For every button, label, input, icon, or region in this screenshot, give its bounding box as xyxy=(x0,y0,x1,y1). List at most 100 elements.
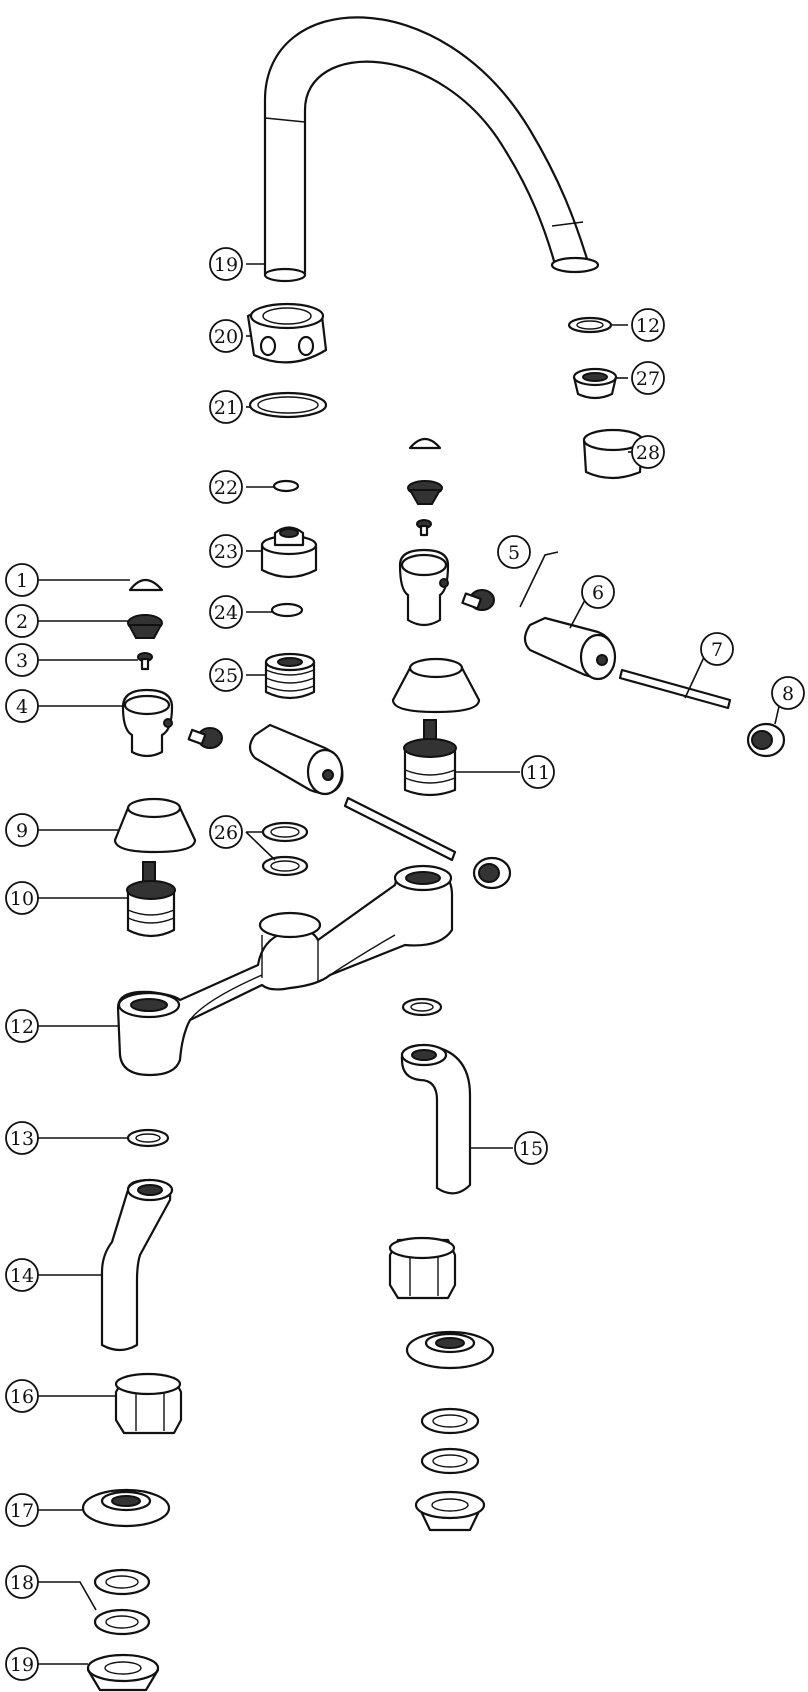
callout-16-label: 16 xyxy=(10,1386,34,1408)
part-right-shroud xyxy=(391,657,481,714)
part-oring-23 xyxy=(272,479,300,493)
callout-12-body: 12 xyxy=(5,1009,39,1043)
callout-18: 18 xyxy=(5,1565,39,1599)
callout-5-label: 5 xyxy=(508,542,520,564)
part-washer-18a xyxy=(93,1568,151,1596)
callout-11: 11 xyxy=(521,755,555,789)
callout-23-label: 22 xyxy=(214,477,238,499)
callout-10: 10 xyxy=(5,881,39,915)
callout-25-label: 24 xyxy=(214,602,238,624)
part-ring-27b xyxy=(261,855,309,877)
callout-29: 28 xyxy=(631,435,665,469)
callout-17: 17 xyxy=(5,1493,39,1527)
callout-17-label: 17 xyxy=(10,1500,34,1522)
part-right-handle-cap xyxy=(408,437,442,450)
part-washer-right-b xyxy=(420,1447,480,1475)
part-insert-24 xyxy=(260,526,318,579)
callout-28-label: 27 xyxy=(636,368,660,390)
callout-13-label: 13 xyxy=(10,1128,34,1150)
part-inlet-pipe-14 xyxy=(100,1178,174,1352)
callout-3: 3 xyxy=(5,643,39,677)
callout-14: 14 xyxy=(5,1258,39,1292)
callout-15: 15 xyxy=(514,1131,548,1165)
part-spout xyxy=(263,16,600,283)
part-flange-17 xyxy=(81,1488,171,1528)
part-washer-13 xyxy=(126,1128,170,1148)
callout-21: 20 xyxy=(209,319,243,353)
part-washer-12-top xyxy=(567,316,613,334)
part-washer-right-body xyxy=(401,997,443,1017)
callout-19: 19 xyxy=(5,1647,39,1681)
part-insert-2 xyxy=(127,614,163,639)
part-right-handle-hub xyxy=(398,548,450,627)
callout-24: 23 xyxy=(209,534,243,568)
callout-1: 1 xyxy=(5,563,39,597)
part-cartridge-11 xyxy=(403,719,457,797)
part-right-screw xyxy=(416,519,432,537)
callout-18-label: 18 xyxy=(10,1572,34,1594)
part-hex-nut-16 xyxy=(114,1372,183,1435)
callout-27-label: 26 xyxy=(214,822,238,844)
part-cap-left xyxy=(472,856,512,890)
callout-23: 22 xyxy=(209,470,243,504)
callout-25: 24 xyxy=(209,595,243,629)
callout-22: 21 xyxy=(209,390,243,424)
callout-22-label: 21 xyxy=(214,397,238,419)
leader-lines xyxy=(36,263,783,1665)
part-hub-4 xyxy=(121,688,174,758)
callout-8: 8 xyxy=(771,676,805,710)
callout-14-label: 14 xyxy=(10,1265,34,1287)
part-oring-25 xyxy=(270,602,304,618)
part-screw-left-set xyxy=(187,727,223,749)
part-washer-18b xyxy=(93,1608,151,1636)
part-ring-27a xyxy=(261,821,309,843)
part-bottom-nut-19 xyxy=(86,1653,160,1692)
part-hex-nut-right xyxy=(388,1236,457,1300)
callout-29-label: 28 xyxy=(636,442,660,464)
part-aerator-28 xyxy=(572,367,618,400)
callout-5: 5 xyxy=(497,535,531,569)
callout-7-label: 7 xyxy=(711,639,723,661)
part-washer-right-a xyxy=(420,1407,480,1435)
callout-4-label: 4 xyxy=(16,696,28,718)
callout-26-label: 25 xyxy=(214,665,238,687)
part-shroud-9 xyxy=(113,797,197,854)
part-aerator-housing-29 xyxy=(582,428,644,480)
callout-9: 9 xyxy=(5,813,39,847)
callout-26: 25 xyxy=(209,658,243,692)
callout-16: 16 xyxy=(5,1379,39,1413)
callout-21-label: 20 xyxy=(214,326,238,348)
part-spout-nut xyxy=(246,302,328,364)
callout-19-label: 19 xyxy=(10,1654,34,1676)
callout-12-top-label: 12 xyxy=(636,315,660,337)
callout-24-label: 23 xyxy=(214,541,238,563)
callout-6-label: 6 xyxy=(592,582,604,604)
callout-28: 27 xyxy=(631,361,665,395)
part-screw-3 xyxy=(137,652,153,671)
callout-1-label: 1 xyxy=(16,570,28,592)
part-inlet-pipe-15 xyxy=(400,1043,472,1195)
callout-20-label: 19 xyxy=(214,254,238,276)
part-cap-1 xyxy=(128,578,164,592)
part-cap-8 xyxy=(746,722,786,758)
callout-8-label: 8 xyxy=(782,683,794,705)
part-flange-right xyxy=(405,1330,495,1370)
callout-20: 19 xyxy=(209,247,243,281)
part-main-body-12 xyxy=(116,864,454,1077)
callout-2: 2 xyxy=(5,604,39,638)
part-screw-5 xyxy=(461,589,495,611)
part-rod-left xyxy=(343,796,457,862)
callout-15-label: 15 xyxy=(519,1138,543,1160)
callout-4: 4 xyxy=(5,689,39,723)
callout-6: 6 xyxy=(581,575,615,609)
callout-12-body-label: 12 xyxy=(10,1016,34,1038)
callout-2-label: 2 xyxy=(16,611,28,633)
callout-9-label: 9 xyxy=(16,820,28,842)
callout-12-top: 12 xyxy=(631,308,665,342)
callout-13: 13 xyxy=(5,1121,39,1155)
callout-3-label: 3 xyxy=(16,650,28,672)
part-lever-6 xyxy=(523,616,617,681)
callout-11-label: 11 xyxy=(526,762,550,784)
part-rod-7 xyxy=(618,668,732,710)
